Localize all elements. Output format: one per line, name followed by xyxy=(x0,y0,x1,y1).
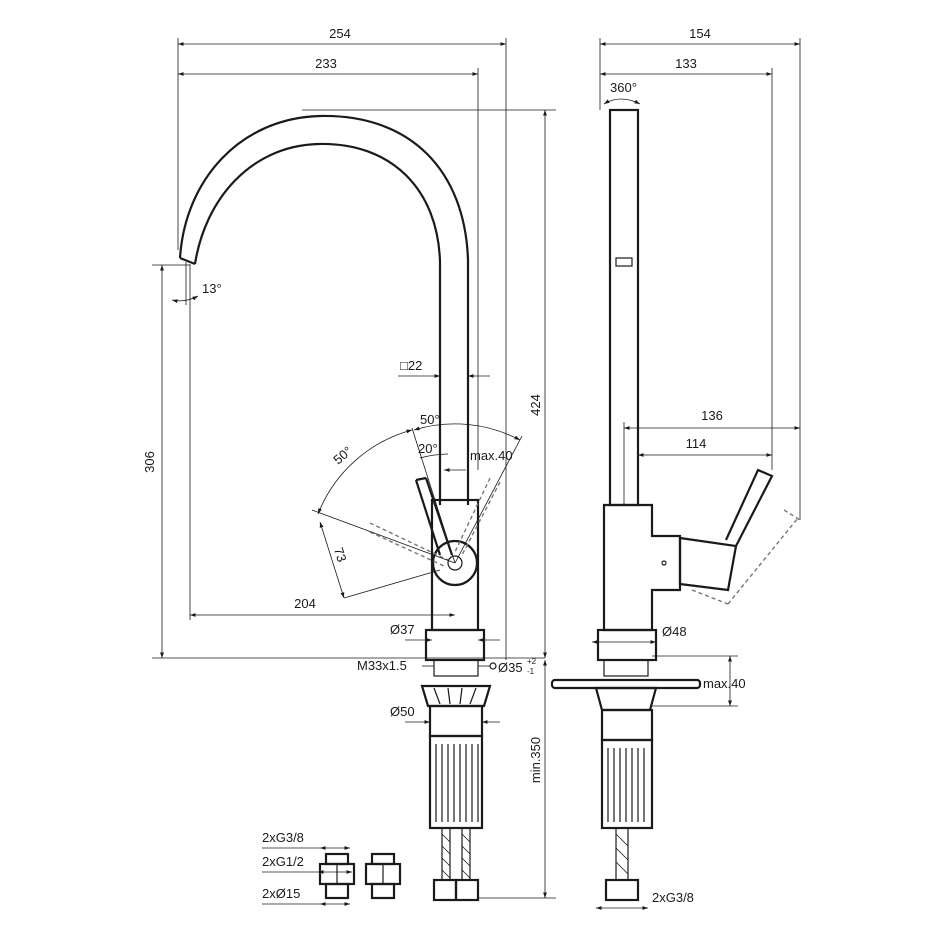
dim-d35-label: Ø35 xyxy=(498,660,523,675)
dim-d37: Ø37 xyxy=(390,622,500,642)
connector-fitting-2 xyxy=(364,852,402,900)
dim-square-label: □22 xyxy=(400,358,422,373)
dim-square-22: □22 xyxy=(398,358,490,378)
dim-d48-label: Ø48 xyxy=(662,624,687,639)
dim-13-label: 13° xyxy=(202,281,222,296)
dim-133: 133 xyxy=(600,56,773,470)
lever-angles: 50° 50° 20° max.40 xyxy=(311,412,523,564)
dim-50-left-label: 50° xyxy=(330,443,355,467)
dim-133-label: 133 xyxy=(675,56,697,71)
dim-254-label: 254 xyxy=(329,26,351,41)
ribbed-nut xyxy=(428,734,484,830)
dim-d48: Ø48 xyxy=(592,624,687,644)
dim-50-top-label: 50° xyxy=(420,412,440,427)
dim-73: 73 xyxy=(319,521,441,599)
dim-136: 136 xyxy=(623,408,800,505)
side-ribbed-nut xyxy=(600,738,654,830)
label-d15: 2xØ15 xyxy=(262,886,300,901)
label-g12: 2xG1/2 xyxy=(262,854,304,869)
side-mounting: max.40 xyxy=(550,655,746,742)
dim-g38-side-label: 2xG3/8 xyxy=(652,890,694,905)
dim-424-label: 424 xyxy=(528,394,543,416)
dim-d35-tol-plus: +2 xyxy=(527,657,537,666)
mixer-body xyxy=(414,476,486,662)
connector-pieces: 2xG3/8 2xG1/2 2xØ15 xyxy=(262,830,402,906)
dim-d35-tol-minus: -1 xyxy=(527,667,535,676)
connector-fitting-1 xyxy=(318,852,356,900)
mounting-washer: Ø50 xyxy=(390,684,500,738)
dim-306-label: 306 xyxy=(142,451,157,473)
dim-233: 233 xyxy=(178,56,479,470)
dim-233-label: 233 xyxy=(315,56,337,71)
spout xyxy=(178,114,470,505)
dim-min350: min.350 xyxy=(478,660,556,899)
dim-254: 254 xyxy=(177,26,507,660)
dim-204-label: 204 xyxy=(294,596,316,611)
threaded-stem: M33x1.5 Ø35 +2 -1 xyxy=(357,657,537,677)
side-hose: 2xG3/8 xyxy=(596,828,694,910)
dim-424: 424 xyxy=(302,109,556,658)
dim-max40-deck-label: max.40 xyxy=(703,676,746,691)
side-view: 154 133 360° 136 114 xyxy=(550,26,801,910)
dim-min350-label: min.350 xyxy=(528,737,543,783)
dim-max40-lever-label: max.40 xyxy=(470,448,513,463)
dim-306: 306 xyxy=(142,264,545,659)
dim-114: 114 xyxy=(638,436,772,457)
dim-204: 204 xyxy=(189,264,455,620)
dim-m33-label: M33x1.5 xyxy=(357,658,407,673)
side-mixer-body xyxy=(596,468,801,662)
supply-hoses xyxy=(432,828,480,902)
dim-360-label: 360° xyxy=(610,80,637,95)
dim-136-label: 136 xyxy=(701,408,723,423)
dim-154-label: 154 xyxy=(689,26,711,41)
dim-114-label: 114 xyxy=(686,436,707,451)
dim-d50-label: Ø50 xyxy=(390,704,415,719)
dim-360: 360° xyxy=(603,80,641,105)
lever-swing-ghosts xyxy=(369,477,501,567)
dim-20-label: 20° xyxy=(418,441,438,456)
front-view: 254 233 424 306 13 xyxy=(142,26,556,902)
dim-13-deg: 13° xyxy=(171,262,222,305)
dim-d37-label: Ø37 xyxy=(390,622,415,637)
label-g38: 2xG3/8 xyxy=(262,830,304,845)
dim-73-label: 73 xyxy=(331,545,350,563)
